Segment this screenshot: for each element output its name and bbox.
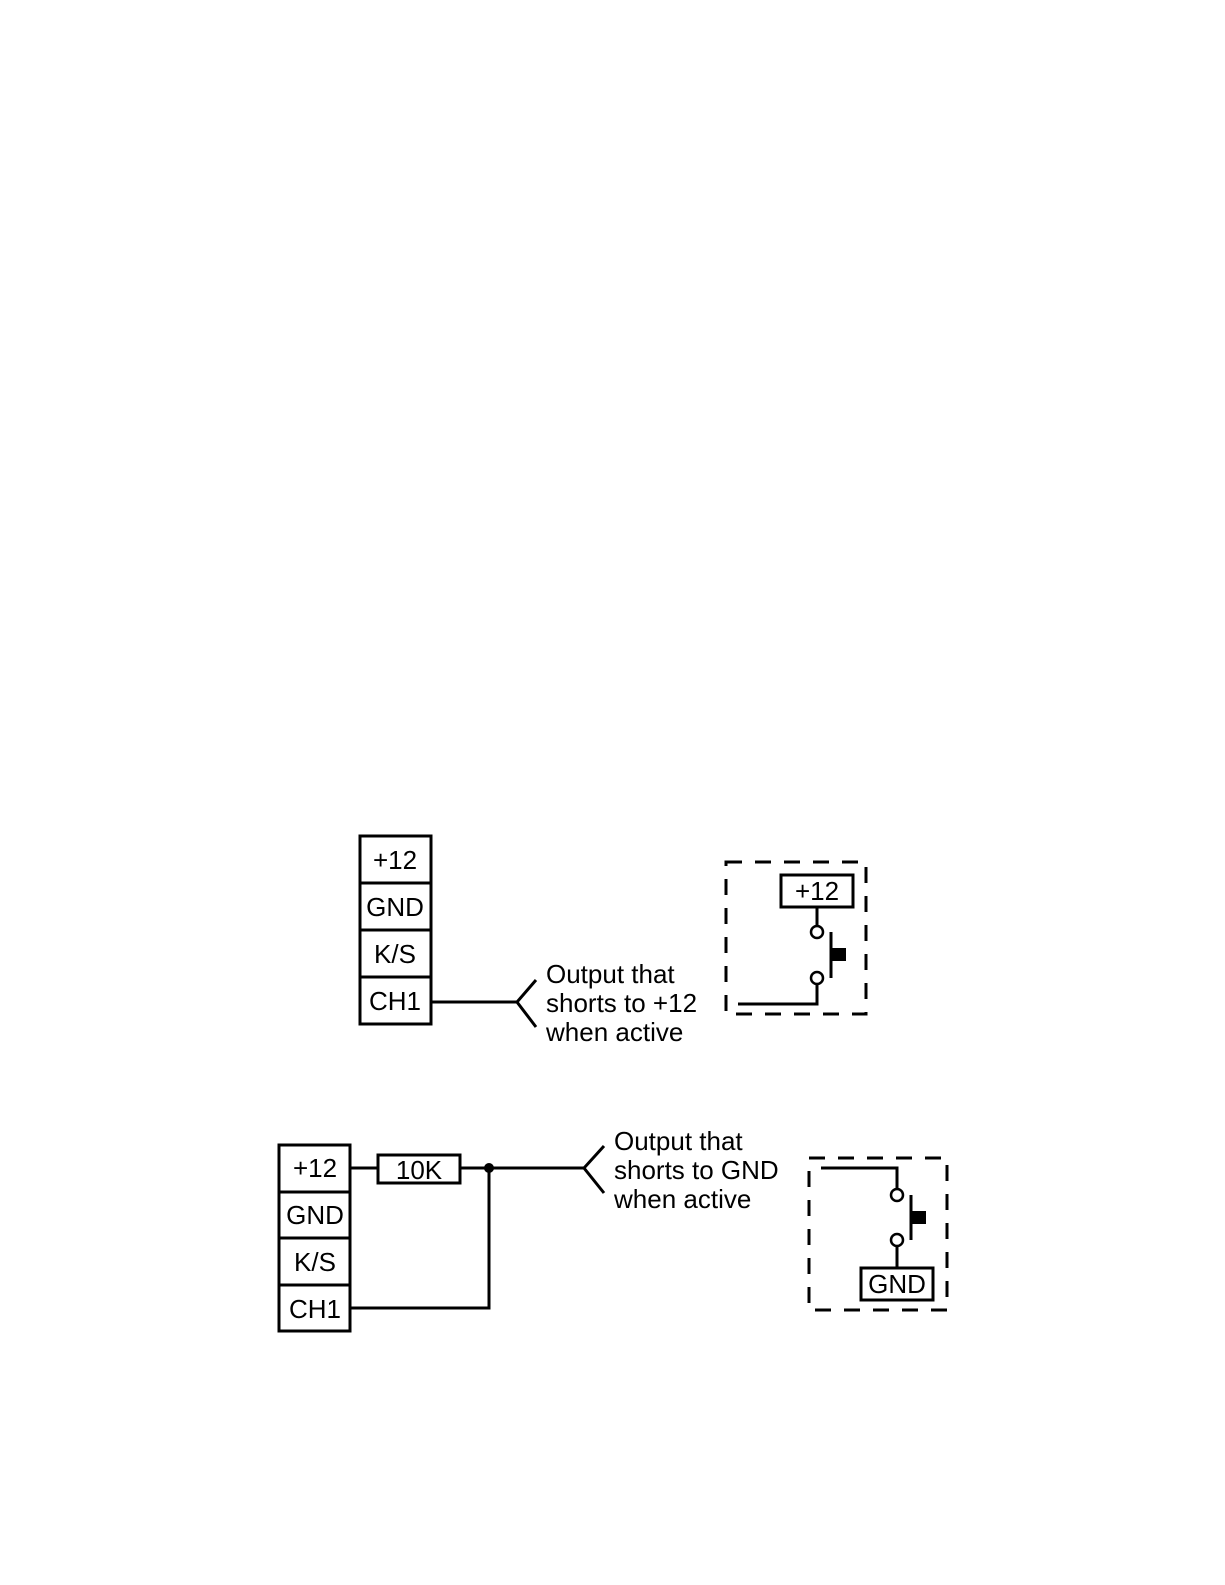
- device-output-wire: [821, 1168, 897, 1189]
- terminal-ks: K/S: [294, 1247, 336, 1277]
- terminal-gnd: GND: [286, 1200, 344, 1230]
- switch-contact-bottom: [891, 1234, 903, 1246]
- output-label-line-3: when active: [545, 1017, 683, 1047]
- terminal-ch1: CH1: [369, 986, 421, 1016]
- connector-arrow: [517, 980, 536, 1027]
- output-label-line-1: Output that: [614, 1126, 743, 1156]
- terminal-plus12: +12: [373, 845, 417, 875]
- switch-contact-top: [891, 1189, 903, 1201]
- output-label-line-3: when active: [613, 1184, 751, 1214]
- terminal-block-2: +12 GND K/S CH1: [279, 1145, 350, 1331]
- output-label-line-2: shorts to GND: [614, 1155, 779, 1185]
- switch-actuator-icon: [911, 1211, 926, 1224]
- terminal-ks: K/S: [374, 939, 416, 969]
- switch-actuator-icon: [831, 948, 846, 961]
- external-device-1: +12: [726, 862, 866, 1014]
- switch-contact-top: [811, 926, 823, 938]
- device-supply-label: GND: [868, 1269, 926, 1299]
- connector-arrow: [584, 1146, 604, 1193]
- ch1-wire: [350, 1168, 489, 1308]
- external-device-2: GND: [809, 1158, 947, 1310]
- device-supply-label: +12: [795, 876, 839, 906]
- terminal-plus12: +12: [293, 1153, 337, 1183]
- resistor-label: 10K: [396, 1155, 443, 1185]
- terminal-ch1: CH1: [289, 1294, 341, 1324]
- terminal-block-1: +12 GND K/S CH1: [360, 836, 431, 1024]
- diagram-2: +12 GND K/S CH1 10K Output that shorts t…: [279, 1126, 947, 1331]
- device-output-wire: [738, 984, 817, 1004]
- diagram-1: +12 GND K/S CH1 Output that shorts to +1…: [360, 836, 866, 1047]
- terminal-gnd: GND: [366, 892, 424, 922]
- output-label-line-2: shorts to +12: [546, 988, 697, 1018]
- output-label-line-1: Output that: [546, 959, 675, 989]
- switch-contact-bottom: [811, 972, 823, 984]
